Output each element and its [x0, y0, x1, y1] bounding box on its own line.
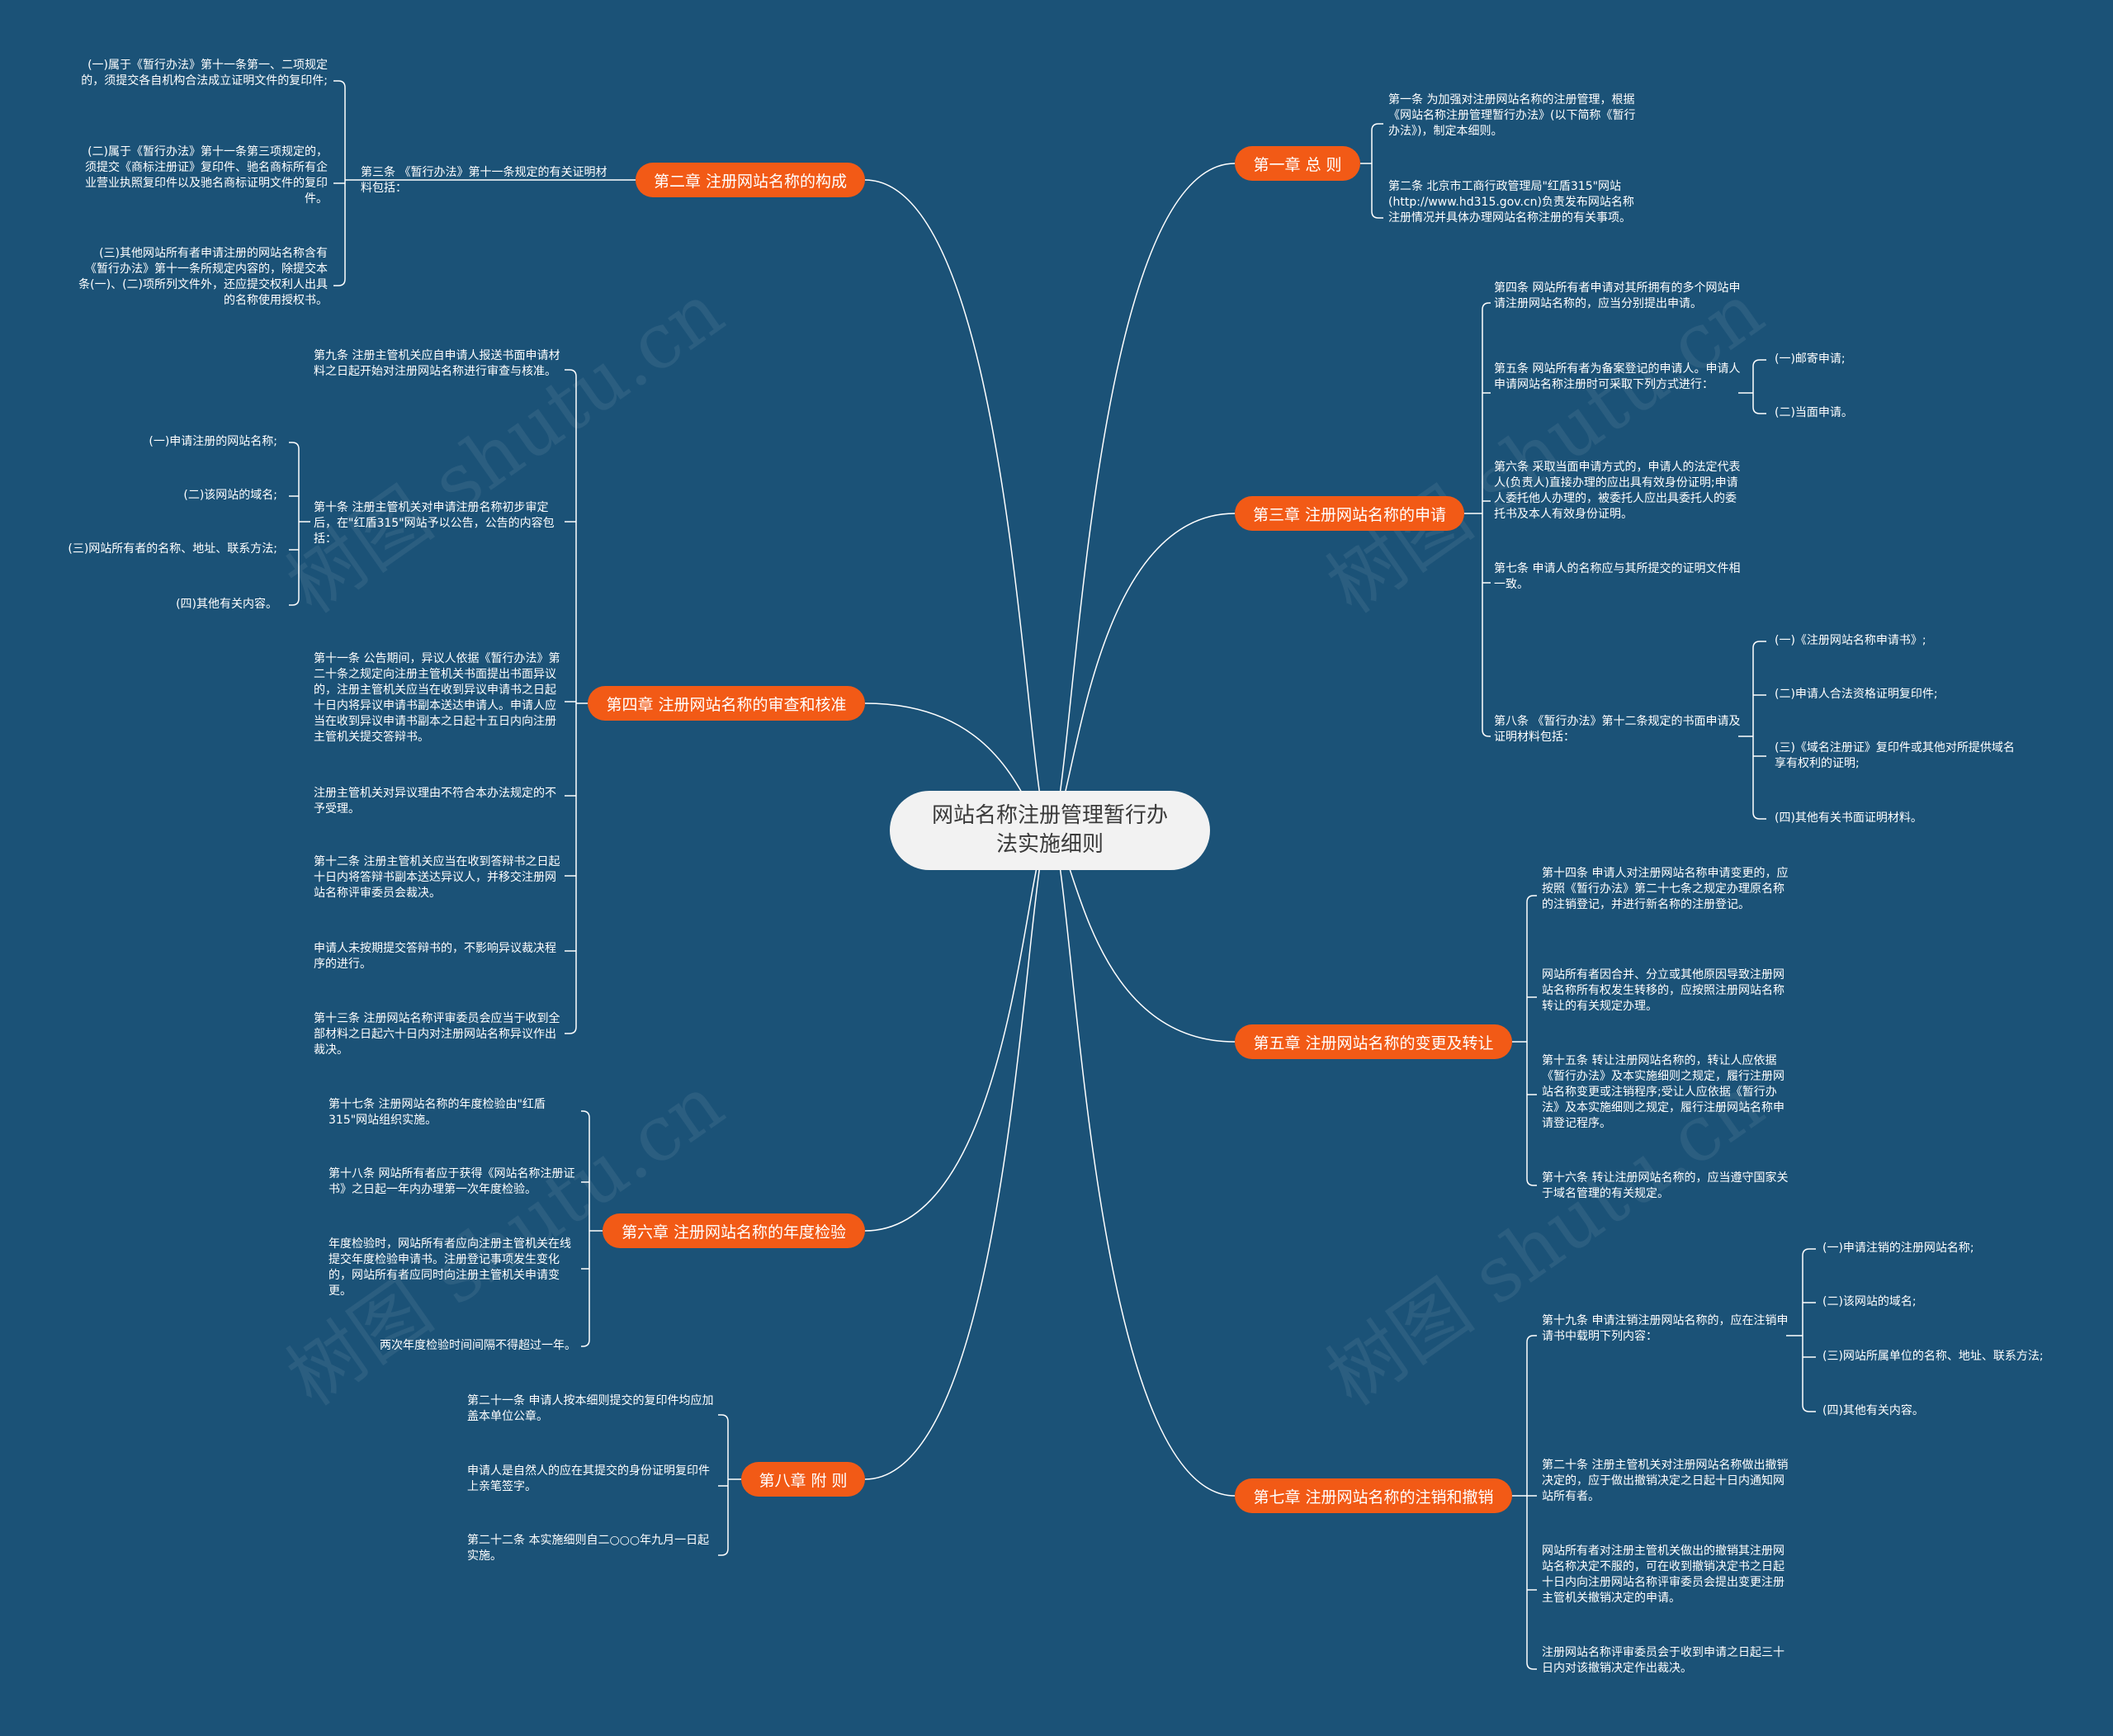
chapter-6-node[interactable]: 第六章 注册网站名称的年度检验 — [603, 1213, 865, 1248]
connector-line — [718, 1414, 729, 1422]
connector-line — [581, 1110, 590, 1119]
connector-line — [289, 442, 300, 450]
connector-line — [1482, 729, 1491, 737]
connector-line — [1049, 163, 1236, 831]
chapter-7-node[interactable]: 第七章 注册网站名称的注销和撤销 — [1235, 1478, 1512, 1513]
ch5-transfer-note: 网站所有者因合并、分立或其他原因导致注册网站名称所有权发生转移的，应按照注册网站… — [1542, 968, 1784, 1013]
ch3-art8-item-4: (四)其他有关书面证明材料。 — [1775, 811, 1922, 825]
chapter-1-node[interactable]: 第一章 总 则 — [1235, 146, 1360, 181]
ch6-annual-check-note: 年度检验时，网站所有者应向注册主管机关在线提交年度检验申请书。注册登记事项发生变… — [329, 1237, 571, 1298]
ch2-article-3: 第三条 《暂行办法》第十一条规定的有关证明材料包括： — [361, 166, 607, 195]
ch4-article-10: 第十条 注册主管机关对申请注册名称初步审定后，在"红盾315"网站予以公告，公告… — [314, 501, 555, 546]
connector-line — [864, 830, 1051, 1232]
chapter-4-node[interactable]: 第四章 注册网站名称的审查和核准 — [588, 686, 865, 721]
ch4-art10-item-2: (二)该网站的域名; — [183, 489, 277, 502]
ch8-article-22: 第二十二条 本实施细则自二○○○年九月一日起实施。 — [467, 1534, 710, 1563]
connector-line — [289, 598, 300, 606]
ch3-article-6: 第六条 采取当面申请方式的，申请人的法定代表人(负责人)直接办理的应出具有效身份… — [1494, 461, 1741, 521]
chapter-3-node[interactable]: 第三章 注册网站名称的申请 — [1235, 496, 1464, 531]
ch5-article-15: 第十五条 转让注册网站名称的，转让人应依据《暂行办法》及本实施细则之规定，履行注… — [1542, 1054, 1784, 1130]
ch4-article-9: 第九条 注册主管机关应自申请人报送书面申请材料之日起开始对注册网站名称进行审查与… — [314, 349, 560, 378]
ch4-art10-item-3: (三)网站所有者的名称、地址、联系方法; — [68, 542, 277, 556]
connector-line — [1482, 302, 1491, 310]
ch3-article-8: 第八条 《暂行办法》第十二条规定的书面申请及证明材料包括： — [1494, 715, 1741, 744]
connector-line — [1049, 830, 1236, 1497]
connector-line — [864, 179, 1051, 831]
connector-line — [1526, 1662, 1537, 1670]
ch3-article-4: 第四条 网站所有者申请对其所拥有的多个网站申请注册网站名称的，应当分别提出申请。 — [1494, 281, 1741, 310]
connector-line — [1802, 1404, 1816, 1412]
connector-line — [333, 278, 346, 286]
ch8-article-21: 第二十一条 申请人按本细则提交的复印件均应加盖本单位公章。 — [467, 1394, 714, 1423]
ch2-art3-item-3: (三)其他网站所有者申请注册的网站名称含有《暂行办法》第十一条所规定内容的，除提… — [78, 247, 328, 307]
connector-line — [333, 80, 346, 88]
connector-line — [565, 369, 577, 377]
ch6-article-18: 第十八条 网站所有者应于获得《网站名称注册证书》之日起一年内办理第一次年度检验。 — [329, 1167, 575, 1196]
connector-line — [1371, 123, 1383, 131]
connector-line — [1752, 359, 1766, 367]
ch5-article-14: 第十四条 申请人对注册网站名称申请变更的，应按照《暂行办法》第二十七条之规定办理… — [1542, 867, 1789, 911]
connector-line — [1752, 406, 1766, 414]
connector-line — [1526, 895, 1537, 903]
root-topic[interactable]: 网站名称注册管理暂行办法实施细则 — [890, 791, 1210, 870]
connector-line — [1526, 1178, 1537, 1186]
ch1-article-2: 第二条 北京市工商行政管理局"红盾315"网站(http://www.hd315… — [1388, 180, 1634, 225]
chapter-5-node[interactable]: 第五章 注册网站名称的变更及转让 — [1235, 1024, 1512, 1059]
ch4-article-11: 第十一条 公告期间，异议人依据《暂行办法》第二十条之规定向注册主管机关书面提出书… — [314, 652, 560, 744]
connector-line — [1752, 641, 1766, 649]
connector-line — [1371, 210, 1383, 219]
ch7-art19-item-2: (二)该网站的域名; — [1822, 1295, 1917, 1308]
ch3-art5-item-2: (二)当面申请。 — [1775, 406, 1853, 419]
ch3-article-7: 第七条 申请人的名称应与其所提交的证明文件相一致。 — [1494, 562, 1741, 591]
connector-line — [1526, 1335, 1537, 1343]
ch3-article-5: 第五条 网站所有者为备案登记的申请人。申请人申请网站名称注册时可采取下列方式进行… — [1494, 362, 1741, 391]
ch7-article-20: 第二十条 注册主管机关对注册网站名称做出撤销决定的，应于做出撤销决定之日起十日内… — [1542, 1459, 1789, 1503]
ch4-article-13: 第十三条 注册网站名称评审委员会应当于收到全部材料之日起六十日内对注册网站名称异… — [314, 1012, 560, 1057]
ch7-note-1: 网站所有者对注册主管机关做出的撤销其注册网站名称决定不服的，可在收到撤销决定书之… — [1542, 1544, 1784, 1605]
ch5-article-16: 第十六条 转让注册网站名称的，应当遵守国家关于域名管理的有关规定。 — [1542, 1171, 1789, 1200]
ch4-art10-item-1: (一)申请注册的网站名称; — [149, 435, 277, 448]
chapter-2-node[interactable]: 第二章 注册网站名称的构成 — [636, 163, 865, 197]
connector-line — [1752, 811, 1766, 820]
ch4-article-12: 第十二条 注册主管机关应当在收到答辩书之日起十日内将答辩书副本送达异议人，并移交… — [314, 855, 560, 900]
ch4-note-2: 申请人未按期提交答辩书的，不影响异议裁决程序的进行。 — [314, 942, 556, 971]
ch2-art3-item-1: (一)属于《暂行办法》第十一条第一、二项规定的，须提交各自机构合法成立证明文件的… — [81, 59, 328, 88]
ch7-art19-item-3: (三)网站所属单位的名称、地址、联系方法; — [1822, 1350, 2044, 1363]
ch3-art8-item-2: (二)申请人合法资格证明复印件; — [1775, 688, 1938, 701]
ch3-art8-item-1: (一)《注册网站名称申请书》; — [1775, 634, 1926, 647]
ch1-article-1: 第一条 为加强对注册网站名称的注册管理，根据《网站名称注册管理暂行办法》(以下简… — [1388, 93, 1636, 138]
ch3-art8-item-3: (三)《域名注册证》复印件或其他对所提供域名享有权利的证明; — [1775, 741, 2015, 770]
ch2-art3-item-2: (二)属于《暂行办法》第十一条第三项规定的，须提交《商标注册证》复印件、驰名商标… — [85, 145, 328, 206]
ch3-art5-item-1: (一)邮寄申请; — [1775, 352, 1846, 366]
ch7-note-2: 注册网站名称评审委员会于收到申请之日起三十日内对该撤销决定作出裁决。 — [1542, 1646, 1784, 1675]
connector-line — [718, 1548, 729, 1556]
connector-line — [565, 1026, 577, 1034]
ch7-article-19: 第十九条 申请注销注册网站名称的，应在注销申请书中载明下列内容： — [1542, 1314, 1789, 1343]
ch6-interval-note: 两次年度检验时间间隔不得超过一年。 — [380, 1339, 576, 1352]
ch8-signature-note: 申请人是自然人的应在其提交的身份证明复印件上亲笔签字。 — [467, 1464, 710, 1493]
ch7-art19-item-1: (一)申请注销的注册网站名称; — [1822, 1242, 1974, 1255]
connector-line — [581, 1339, 590, 1347]
chapter-8-node[interactable]: 第八章 附 则 — [741, 1462, 865, 1497]
ch4-art10-item-4: (四)其他有关内容。 — [176, 598, 277, 611]
ch6-article-17: 第十七条 注册网站名称的年度检验由"红盾315"网站组织实施。 — [329, 1098, 546, 1127]
connector-line — [1802, 1248, 1816, 1256]
ch4-note-1: 注册主管机关对异议理由不符合本办法规定的不予受理。 — [314, 787, 556, 816]
ch7-art19-item-4: (四)其他有关内容。 — [1822, 1404, 1924, 1417]
connector-line — [1049, 513, 1236, 831]
connector-line — [864, 830, 1051, 1480]
